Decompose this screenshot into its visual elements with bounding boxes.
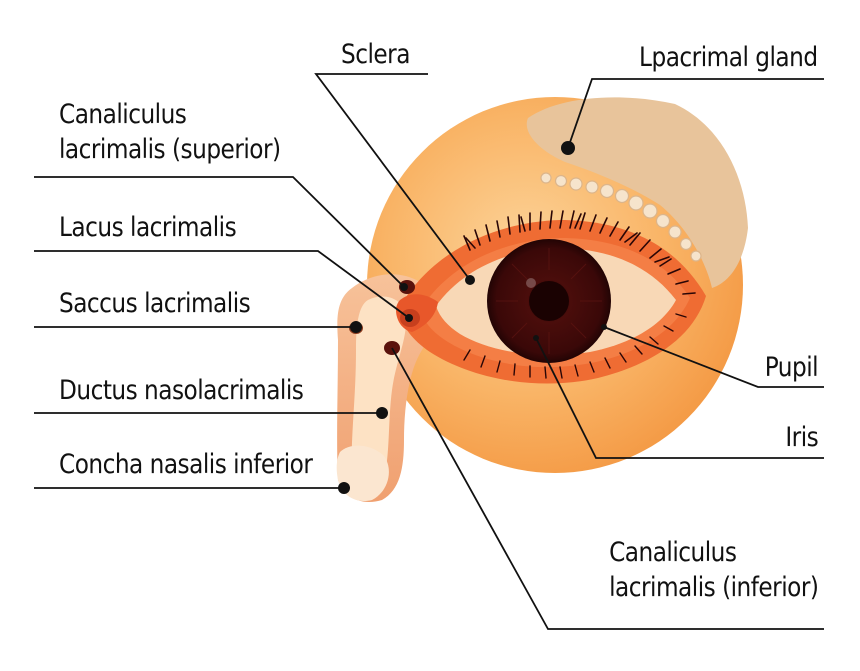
iris-highlight xyxy=(526,278,536,288)
leader-lacus-lacrimalis xyxy=(34,250,410,319)
label-pupil: Pupil xyxy=(764,352,819,383)
label-iris: Iris xyxy=(785,422,818,453)
lacrimal-gland xyxy=(526,97,748,288)
leader-iris xyxy=(535,337,824,459)
label-saccus-lacrimalis: Saccus lacrimalis xyxy=(59,288,251,319)
pupil-disc xyxy=(529,281,569,321)
label-canaliculus-superior: Canaliculus lacrimalis (superior) xyxy=(59,99,281,165)
label-lacrimal-gland: Lpacrimal gland xyxy=(639,42,819,73)
iris-texture xyxy=(496,248,602,354)
leader-lacrimal-gland xyxy=(567,78,824,149)
label-canaliculus-inferior: Canaliculus lacrimalis (inferior) xyxy=(608,537,819,603)
label-ductus-nasolacrimalis: Ductus nasolacrimalis xyxy=(59,375,304,406)
leader-pupil xyxy=(603,326,824,388)
leader-sclera xyxy=(314,73,471,281)
label-lacus-lacrimalis: Lacus lacrimalis xyxy=(59,212,237,243)
leader-canaliculus-inferior xyxy=(391,347,824,630)
lower-eyelashes xyxy=(463,313,687,379)
leader-canaliculus-superior xyxy=(34,176,405,288)
pointer-dots xyxy=(338,141,607,494)
upper-eyelashes xyxy=(463,210,696,295)
label-concha-nasalis-inferior: Concha nasalis inferior xyxy=(59,449,313,480)
gland-duct-beads xyxy=(540,172,702,262)
label-sclera: Sclera xyxy=(341,39,410,70)
leader-lines xyxy=(34,73,824,630)
